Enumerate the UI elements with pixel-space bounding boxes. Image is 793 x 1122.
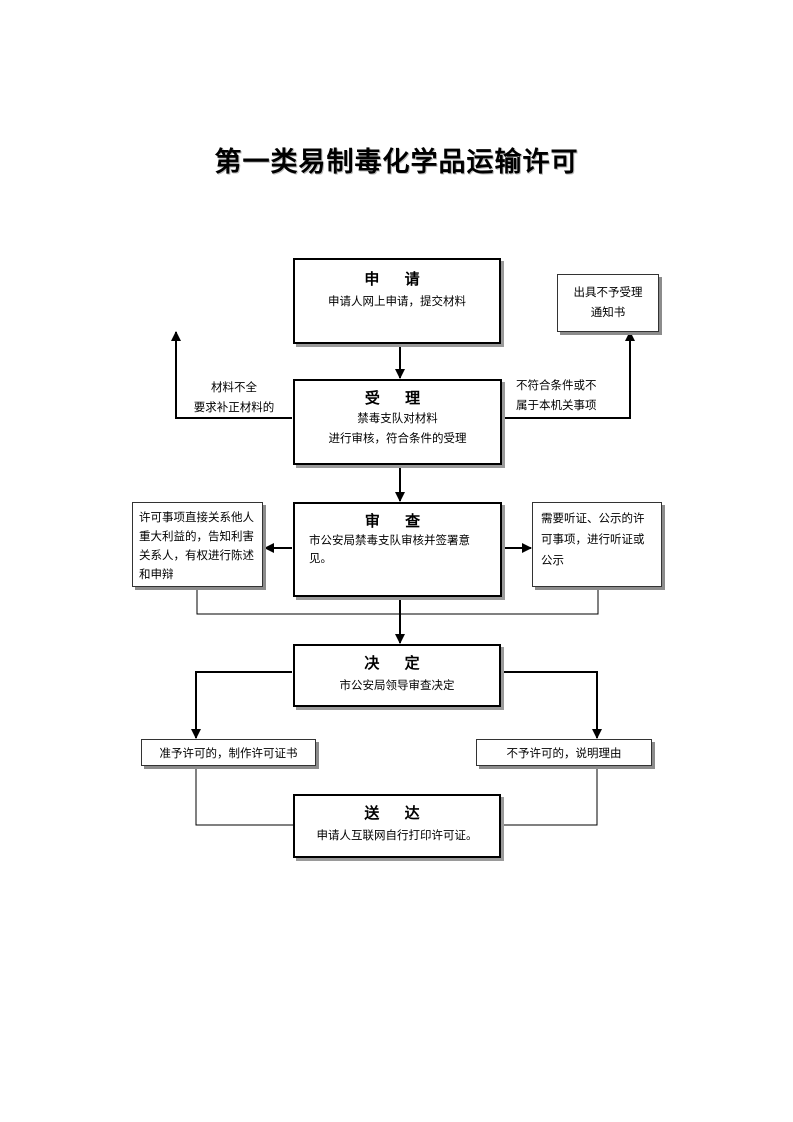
node-accept-title: 受 理 (364, 389, 431, 407)
node-review-title: 审 查 (364, 512, 431, 530)
box-reject-text: 不予许可的，说明理由 (506, 746, 622, 760)
arrow-decide-approve (191, 671, 292, 739)
box-approve-text: 准予许可的，制作许可证书 (159, 746, 298, 760)
line-approve-deliver (195, 766, 293, 826)
label-ineligible: 不符合条件或不 属于本机关事项 (516, 375, 626, 415)
label-incomplete-line1: 材料不全 (211, 380, 257, 394)
node-decide: 决 定 市公安局领导审查决定 (293, 644, 501, 707)
box-hearing: 需要听证、公示的许可事项，进行听证或公示 (532, 502, 662, 587)
label-ineligible-line2: 属于本机关事项 (516, 398, 597, 412)
node-deliver-title: 送 达 (364, 804, 430, 822)
node-apply-body: 申请人网上申请，提交材料 (328, 294, 466, 308)
arrow-incomplete (171, 331, 292, 419)
node-apply-title: 申 请 (364, 270, 430, 288)
box-reject: 不予许可的，说明理由 (476, 739, 652, 766)
node-accept-body-line1: 禁毒支队对材料 (357, 411, 438, 425)
box-interest-notice: 许可事项直接关系他人重大利益的，告知利害关系人，有权进行陈述和申辩 (132, 502, 263, 587)
node-apply: 申 请 申请人网上申请，提交材料 (293, 258, 501, 344)
node-accept: 受 理 禁毒支队对材料 进行审核，符合条件的受理 (293, 379, 502, 465)
node-review-body: 市公安局禁毒支队审核并签署意见。 (309, 533, 470, 565)
box-not-accepted-line2: 通知书 (590, 305, 626, 319)
box-not-accepted-notice: 出具不予受理 通知书 (557, 274, 659, 332)
node-decide-title: 决 定 (364, 654, 430, 672)
box-approve: 准予许可的，制作许可证书 (141, 739, 316, 766)
line-reject-deliver (501, 766, 598, 826)
box-not-accepted-line1: 出具不予受理 (573, 285, 643, 299)
box-hearing-text: 需要听证、公示的许可事项，进行听证或公示 (541, 511, 645, 567)
page-title: 第一类易制毒化学品运输许可 (214, 147, 579, 178)
node-deliver: 送 达 申请人互联网自行打印许可证。 (293, 794, 501, 858)
arrow-ineligible (502, 331, 635, 419)
node-accept-body-line2: 进行审核，符合条件的受理 (328, 431, 467, 445)
label-incomplete-line2: 要求补正材料的 (193, 400, 275, 414)
node-decide-body: 市公安局领导审查决定 (339, 678, 455, 692)
arrow-decide-reject (502, 671, 602, 739)
node-review: 审 查 市公安局禁毒支队审核并签署意见。 (293, 502, 502, 597)
node-deliver-body: 申请人互联网自行打印许可证。 (316, 828, 478, 842)
label-incomplete: 材料不全 要求补正材料的 (184, 377, 284, 417)
line-hearing-merge (400, 587, 599, 615)
line-interest-merge (196, 587, 400, 615)
label-ineligible-line1: 不符合条件或不 (516, 378, 597, 392)
box-interest-text: 许可事项直接关系他人重大利益的，告知利害关系人，有权进行陈述和申辩 (139, 510, 254, 581)
